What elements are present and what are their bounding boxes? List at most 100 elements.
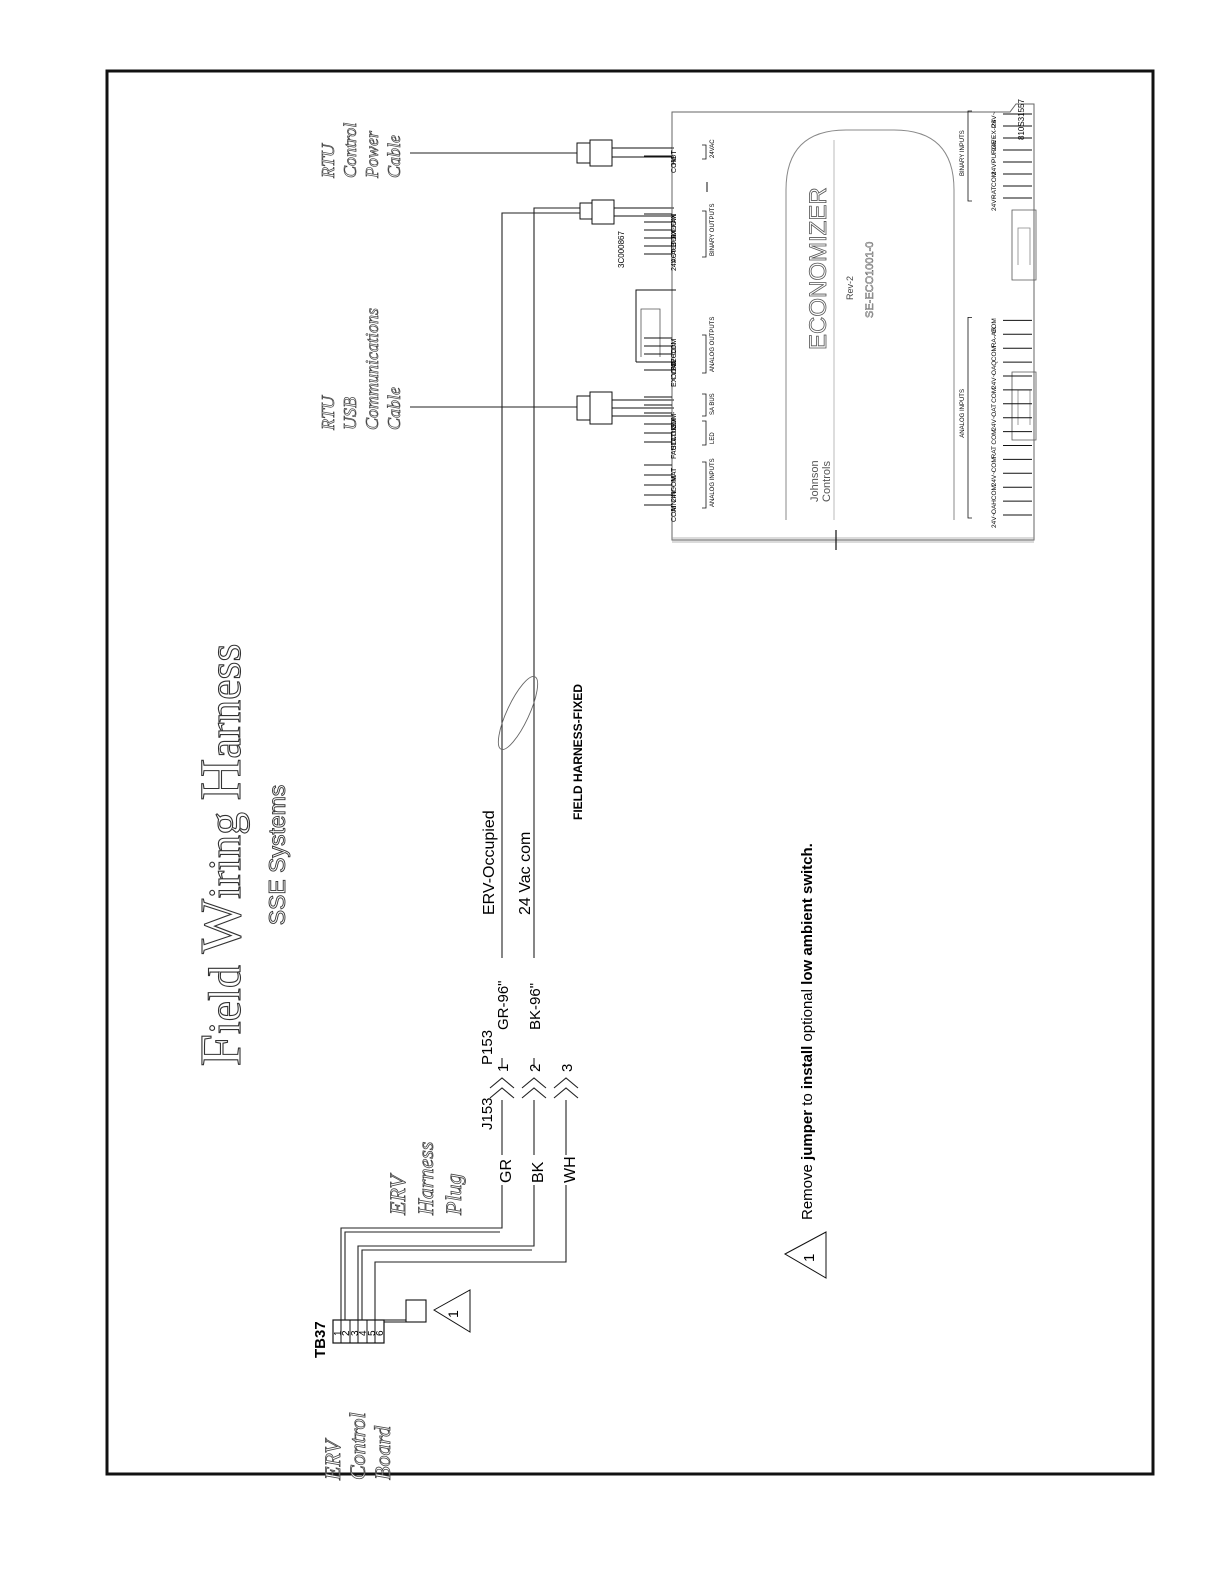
pin-label: RA-AR bbox=[991, 327, 998, 348]
tb37-label: TB37 bbox=[312, 1321, 329, 1358]
title-block: Field Wiring Harness SSE Systems bbox=[187, 643, 290, 1067]
group-bracket bbox=[702, 210, 707, 258]
svg-text:RTU: RTU bbox=[318, 143, 338, 179]
pin-label: COM bbox=[671, 215, 678, 232]
svg-text:ERV-Occupied: ERV-Occupied bbox=[481, 810, 498, 915]
group-title: LED bbox=[710, 432, 716, 444]
svg-text:Cable: Cable bbox=[384, 387, 404, 430]
pin-label: ACT-A bbox=[671, 234, 678, 255]
pin-label: COM bbox=[671, 506, 678, 523]
power-cable-label: RTU Control Power Cable bbox=[318, 122, 405, 179]
pin-label: PURGE bbox=[991, 139, 998, 163]
group-title: 24VAC bbox=[710, 139, 716, 158]
pin-label: ACT-B bbox=[671, 242, 678, 263]
wire-color-labels: GR BK WH bbox=[498, 1156, 579, 1183]
top-group-sa_bus: COM+-SA BUS bbox=[644, 393, 716, 430]
pin-label: 24V~ bbox=[991, 512, 998, 528]
pin-label: COMM bbox=[671, 419, 678, 441]
pin-label: FAULT bbox=[671, 437, 678, 459]
terminal-block-tb37: 1 2 3 4 5 6 bbox=[332, 1299, 427, 1344]
group-title: SA BUS bbox=[710, 393, 716, 415]
group-bracket bbox=[702, 334, 707, 374]
group-title: BINARY INPUTS bbox=[960, 130, 966, 176]
pin-label: - bbox=[671, 411, 678, 414]
pin-label: 24V~ bbox=[671, 485, 678, 502]
pin-label: MAT bbox=[671, 467, 678, 482]
svg-text:Cable: Cable bbox=[384, 135, 404, 178]
economizer-model: SE-ECO1001-0 bbox=[864, 242, 876, 318]
economizer-plugs bbox=[576, 139, 674, 425]
svg-text:3: 3 bbox=[350, 1330, 361, 1336]
pin-label: COM bbox=[671, 476, 678, 493]
group-title: BINARY OUTPUTS bbox=[710, 204, 716, 256]
pin-label: 24V~ bbox=[991, 111, 998, 127]
j153-label: J153 bbox=[479, 1097, 496, 1130]
svg-text:24 Vac com: 24 Vac com bbox=[517, 832, 534, 915]
comms-cable-label: RTU USB Communications Cable bbox=[318, 308, 405, 432]
svg-text:RTU: RTU bbox=[318, 395, 338, 431]
harness-wires bbox=[489, 1058, 579, 1155]
pin-label: COM bbox=[671, 339, 678, 356]
pin-label: EX-FAN bbox=[671, 214, 678, 239]
group-bracket bbox=[702, 393, 707, 417]
pin-label: COM bbox=[991, 429, 998, 444]
pin-numbers: 1 2 3 bbox=[495, 1064, 576, 1072]
board-wires bbox=[340, 1185, 567, 1320]
svg-text:1: 1 bbox=[801, 1254, 818, 1262]
svg-text:Harness: Harness bbox=[413, 1142, 438, 1216]
pin-label: COM bbox=[991, 172, 998, 187]
svg-text:4: 4 bbox=[358, 1330, 369, 1336]
pin-label: 24V~ bbox=[991, 195, 998, 211]
pin-label: COM bbox=[991, 346, 998, 361]
pin-label: COM bbox=[671, 157, 678, 174]
pin-label: RAT bbox=[991, 446, 998, 459]
pin-label: OAH bbox=[991, 500, 998, 514]
rtu-cable-lines bbox=[410, 152, 577, 408]
economizer-bottom-pins: 24V~OAHCOM24V~COMRATCOM24V~OATCOM24V~OAQ… bbox=[960, 110, 1032, 528]
economizer-name: ECONOMIZER bbox=[805, 187, 832, 350]
wire-length-labels: GR-96" BK-96" bbox=[495, 980, 544, 1030]
pin-label: 24V~ bbox=[991, 471, 998, 487]
svg-text:Power: Power bbox=[362, 130, 382, 179]
group-title: ANALOG INPUTS bbox=[960, 389, 966, 438]
pin-label: OAQ bbox=[991, 361, 998, 375]
svg-text:6: 6 bbox=[375, 1330, 386, 1336]
svg-text:GR-96": GR-96" bbox=[495, 980, 512, 1030]
pin-label: OAT bbox=[991, 404, 998, 417]
svg-text:Communications: Communications bbox=[362, 308, 382, 430]
svg-text:5: 5 bbox=[367, 1330, 378, 1336]
svg-text:2: 2 bbox=[341, 1330, 352, 1336]
pin-label: 24V~ bbox=[991, 373, 998, 389]
pin-label: COM bbox=[671, 414, 678, 431]
group-bracket bbox=[967, 317, 972, 519]
footnote-triangle bbox=[783, 1231, 827, 1279]
svg-text:BK-96": BK-96" bbox=[527, 983, 544, 1030]
svg-text:USB: USB bbox=[340, 397, 360, 430]
group-bracket bbox=[702, 144, 707, 160]
svg-text:Controls: Controls bbox=[821, 461, 833, 502]
pin-label: COM bbox=[991, 388, 998, 403]
group-bracket bbox=[702, 461, 707, 509]
svg-text:2: 2 bbox=[527, 1064, 544, 1072]
note-triangle-board: 1 bbox=[433, 1289, 471, 1333]
pin-label: 24V~ bbox=[671, 254, 678, 271]
svg-text:BK: BK bbox=[530, 1161, 547, 1183]
economizer-rev: Rev-2 bbox=[845, 276, 855, 300]
erv-harness-plug-label: ERV Harness Plug bbox=[385, 1141, 467, 1216]
svg-text:ERV: ERV bbox=[385, 1173, 410, 1216]
svg-text:3: 3 bbox=[559, 1064, 576, 1072]
group-bracket bbox=[967, 110, 972, 202]
pin-label: COM bbox=[991, 318, 998, 333]
jumper bbox=[405, 1299, 427, 1323]
group-title: ANALOG INPUTS bbox=[710, 458, 716, 507]
pin-label: COM bbox=[671, 231, 678, 248]
svg-text:1: 1 bbox=[495, 1064, 512, 1072]
svg-text:WH: WH bbox=[562, 1156, 579, 1183]
